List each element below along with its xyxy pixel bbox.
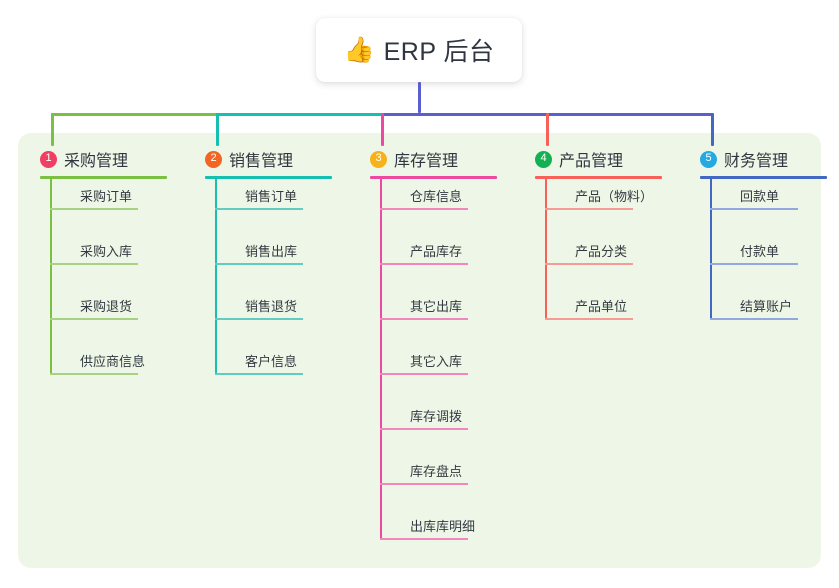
list-item[interactable]: 库存盘点 (380, 464, 468, 485)
list-item[interactable]: 库存调拨 (380, 409, 468, 430)
list-item-label: 产品分类 (575, 244, 628, 259)
list-item-label: 销售出库 (245, 244, 298, 259)
list-item-label: 客户信息 (245, 354, 298, 369)
list-item[interactable]: 出库库明细 (380, 519, 475, 540)
column-badge-3: 3 (370, 150, 387, 168)
list-item-label: 付款单 (740, 244, 780, 259)
list-item-label: 销售订单 (245, 189, 298, 204)
column-spine-2 (215, 179, 217, 373)
root-title-card[interactable]: 👍 ERP 后台 (316, 18, 522, 82)
column-header-4[interactable]: 4 产品管理 (517, 146, 687, 172)
page-title: ERP 后台 (383, 38, 495, 66)
column-title-2: 销售管理 (229, 153, 294, 170)
list-item[interactable]: 产品库存 (380, 244, 468, 265)
list-item-label: 采购入库 (80, 244, 133, 259)
column-header-rule-1 (40, 176, 167, 179)
root-stem (418, 82, 421, 113)
column-header-1[interactable]: 1 采购管理 (22, 146, 192, 172)
list-item-label: 其它出库 (410, 299, 463, 314)
column-header-rule-3 (370, 176, 497, 179)
list-item[interactable]: 产品（物料） (545, 189, 653, 210)
column-badge-1: 1 (40, 150, 57, 168)
list-item-label: 供应商信息 (80, 354, 146, 369)
bus-segment-mid (216, 113, 383, 116)
column-spine-4 (545, 179, 547, 318)
column-spine-1 (50, 179, 52, 373)
list-item-label: 销售退货 (245, 299, 298, 314)
list-item[interactable]: 销售退货 (215, 299, 303, 320)
list-item-label: 出库库明细 (410, 519, 476, 534)
list-item-label: 采购退货 (80, 299, 133, 314)
column-header-rule-5 (700, 176, 827, 179)
list-item[interactable]: 供应商信息 (50, 354, 145, 375)
connector-drop-2 (216, 113, 219, 146)
bus-segment-left (51, 113, 218, 116)
list-item[interactable]: 其它入库 (380, 354, 468, 375)
list-item-label: 产品单位 (575, 299, 628, 314)
list-item[interactable]: 回款单 (710, 189, 798, 210)
column-badge-5: 5 (700, 150, 717, 168)
column-title-3: 库存管理 (394, 153, 459, 170)
connector-drop-3 (381, 113, 384, 146)
list-item-label: 其它入库 (410, 354, 463, 369)
connector-drop-1 (51, 113, 54, 146)
list-item[interactable]: 客户信息 (215, 354, 303, 375)
column-header-rule-4 (535, 176, 662, 179)
column-销售管理: 2 销售管理销售订单销售出库销售退货客户信息 (187, 146, 357, 375)
column-产品管理: 4 产品管理产品（物料） 产品分类产品单位 (517, 146, 687, 320)
connector-drop-5 (711, 113, 714, 146)
thumbs-up-icon: 👍 (343, 35, 375, 64)
list-item-label: 库存调拨 (410, 409, 463, 424)
column-header-rule-2 (205, 176, 332, 179)
list-item[interactable]: 产品分类 (545, 244, 633, 265)
column-spine-5 (710, 179, 712, 318)
list-item[interactable]: 销售订单 (215, 189, 303, 210)
column-header-5[interactable]: 5 财务管理 (682, 146, 839, 172)
list-item[interactable]: 销售出库 (215, 244, 303, 265)
column-spine-3 (380, 179, 382, 538)
list-item[interactable]: 采购订单 (50, 189, 138, 210)
list-item[interactable]: 采购入库 (50, 244, 138, 265)
column-库存管理: 3 库存管理仓库信息产品库存其它出库其它入库库存调拨库存盘点出库库明细 (352, 146, 522, 540)
list-item-label: 库存盘点 (410, 464, 463, 479)
column-header-2[interactable]: 2 销售管理 (187, 146, 357, 172)
list-item-label: 仓库信息 (410, 189, 463, 204)
list-item[interactable]: 仓库信息 (380, 189, 468, 210)
column-title-5: 财务管理 (724, 153, 789, 170)
list-item[interactable]: 付款单 (710, 244, 798, 265)
list-item[interactable]: 采购退货 (50, 299, 138, 320)
content-panel (18, 133, 821, 568)
list-item-label: 回款单 (740, 189, 780, 204)
list-item[interactable]: 产品单位 (545, 299, 633, 320)
column-header-3[interactable]: 3 库存管理 (352, 146, 522, 172)
connector-drop-4 (546, 113, 549, 146)
list-item[interactable]: 其它出库 (380, 299, 468, 320)
list-item-label: 采购订单 (80, 189, 133, 204)
list-item[interactable]: 结算账户 (710, 299, 798, 320)
list-item-label: 产品（物料） (575, 189, 654, 204)
list-item-label: 结算账户 (740, 299, 793, 314)
column-title-4: 产品管理 (559, 153, 624, 170)
column-title-1: 采购管理 (64, 153, 129, 170)
column-财务管理: 5 财务管理回款单付款单结算账户 (682, 146, 839, 320)
column-采购管理: 1 采购管理采购订单采购入库采购退货供应商信息 (22, 146, 192, 375)
list-item-label: 产品库存 (410, 244, 463, 259)
column-badge-4: 4 (535, 150, 552, 168)
column-badge-2: 2 (205, 150, 222, 168)
